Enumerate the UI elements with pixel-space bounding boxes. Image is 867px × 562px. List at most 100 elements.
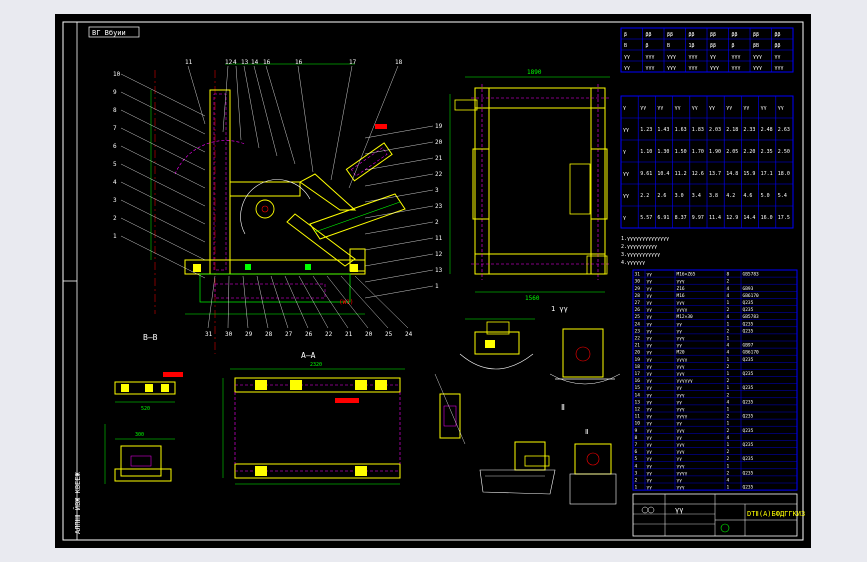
callout-number: 7	[113, 125, 117, 132]
bom-cell: GB5783	[743, 314, 760, 320]
bom-cell: γγ	[647, 422, 653, 427]
svg-text:1560: 1560	[525, 295, 540, 302]
callout-number: 12	[435, 251, 443, 258]
table-cell: 5.0	[761, 193, 770, 199]
table-cell: βB	[753, 43, 759, 49]
callout-number: 23	[435, 203, 443, 210]
table-cell: 10.4	[657, 171, 669, 177]
table-cell: 2.33	[743, 127, 755, 133]
callout-number: 24	[405, 331, 413, 338]
table-cell: γγ	[726, 105, 732, 111]
bom-cell: 1	[727, 485, 730, 491]
table-cell: 15.9	[743, 171, 755, 177]
bom-cell: γγ	[647, 280, 653, 285]
bom-cell: 2	[727, 364, 730, 370]
bom-cell: 2	[727, 456, 730, 462]
bom-cell: 22	[635, 336, 641, 342]
svg-text:300: 300	[135, 432, 144, 438]
bom-cell: 2	[727, 307, 730, 313]
detail-view-5: Ⅱ	[569, 428, 617, 505]
bom-cell: γγ	[647, 365, 653, 370]
table-cell: 1.10	[640, 149, 652, 155]
drawing-title: DTⅡ(A)БФДГГКИЗ	[747, 510, 805, 518]
bom-cell: 9	[635, 428, 638, 434]
table-cell: γγ	[675, 105, 681, 111]
bom-cell: 2	[727, 449, 730, 455]
bom-cell: 1	[727, 321, 730, 327]
table-cell: 1.50	[675, 149, 687, 155]
view-label-bb: B—B	[143, 333, 158, 342]
callout-number: 13	[241, 59, 249, 66]
callout-number: 25	[385, 331, 393, 338]
bom-cell: γγγ	[677, 464, 685, 469]
table-cell: 1.63	[675, 127, 687, 133]
table-cell: γγ	[709, 105, 715, 111]
callout-number: 17	[349, 59, 357, 66]
table-header-cell: ββ	[732, 32, 738, 38]
bom-cell: 7	[635, 442, 638, 448]
bom-cell: 30	[635, 279, 641, 285]
svg-text:2320: 2320	[310, 362, 322, 368]
bom-cell: 26	[635, 307, 641, 313]
drawing-canvas[interactable]: ВГ Вбуии AЛПⅡⅡ ЙВЖ КВЕЕЖ	[55, 14, 811, 548]
bom-cell: γγ	[677, 322, 683, 327]
bom-cell: 4	[727, 399, 730, 405]
table-cell: γγ	[624, 54, 630, 60]
detail-view-1: 1 γγ	[459, 305, 568, 370]
bom-cell: 1	[727, 357, 730, 363]
bom-cell: γγγ	[677, 365, 685, 370]
table-cell: γγ	[775, 54, 781, 60]
bom-cell: γγγ	[677, 301, 685, 306]
bom-cell: Z16	[677, 286, 685, 292]
table-cell: γγ	[761, 105, 767, 111]
bom-cell: γγγ	[677, 486, 685, 491]
callout-number: 4	[233, 59, 237, 66]
table-cell: γγ	[657, 105, 663, 111]
bom-cell: γγ	[677, 479, 683, 484]
table-cell: 4.6	[743, 193, 752, 199]
svg-text:Ⅱ: Ⅱ	[585, 428, 588, 436]
bom-cell: γγ	[647, 436, 653, 441]
bom-cell: γγ	[677, 422, 683, 427]
callout-number: 4	[113, 179, 117, 186]
bom-cell: γγ	[677, 457, 683, 462]
table-cell: 2.2	[640, 193, 649, 199]
bom-cell: 4	[727, 435, 730, 441]
callout-number: 20	[435, 139, 443, 146]
table-cell: 5.4	[778, 193, 787, 199]
table-cell: 1.70	[692, 149, 704, 155]
bom-cell: γγ	[677, 386, 683, 391]
table-cell: 13.7	[709, 171, 721, 177]
bom-cell: γγ	[647, 429, 653, 434]
bom-cell: 2	[727, 392, 730, 398]
bom-cell: M20	[677, 350, 685, 356]
bom-cell: 19	[635, 357, 641, 363]
bom-cell: γγγ	[677, 408, 685, 413]
callout-number: 30	[225, 331, 233, 338]
callout-number: 20	[365, 331, 373, 338]
bom-cell: γγγ	[677, 443, 685, 448]
svg-text:2.γγγγγγγγγγ: 2.γγγγγγγγγγ	[621, 244, 657, 250]
table-cell: 12.9	[726, 215, 738, 221]
callout-number: 11	[185, 59, 193, 66]
table-cell: γ	[623, 215, 626, 221]
table-cell: γγ	[623, 171, 629, 177]
bom-cell: γγ	[647, 486, 653, 491]
callout-number: 16	[263, 59, 271, 66]
bom-cell: γγ	[647, 273, 653, 278]
bom-cell: Q235	[743, 300, 754, 306]
callout-number: 21	[345, 331, 353, 338]
bom-cell: γγγγ	[677, 415, 688, 420]
bom-cell: γγγ	[677, 337, 685, 342]
bom-cell: γγ	[647, 457, 653, 462]
bom-cell: 4	[727, 286, 730, 292]
table-cell: 2.20	[743, 149, 755, 155]
table-cell: γγγ	[732, 65, 741, 71]
bom-cell: γγ	[647, 344, 653, 349]
table-cell: γγ	[623, 127, 629, 133]
bom-cell: 2	[727, 414, 730, 420]
bom-cell: γγ	[647, 408, 653, 413]
section-aa-view: 2320	[222, 362, 405, 485]
